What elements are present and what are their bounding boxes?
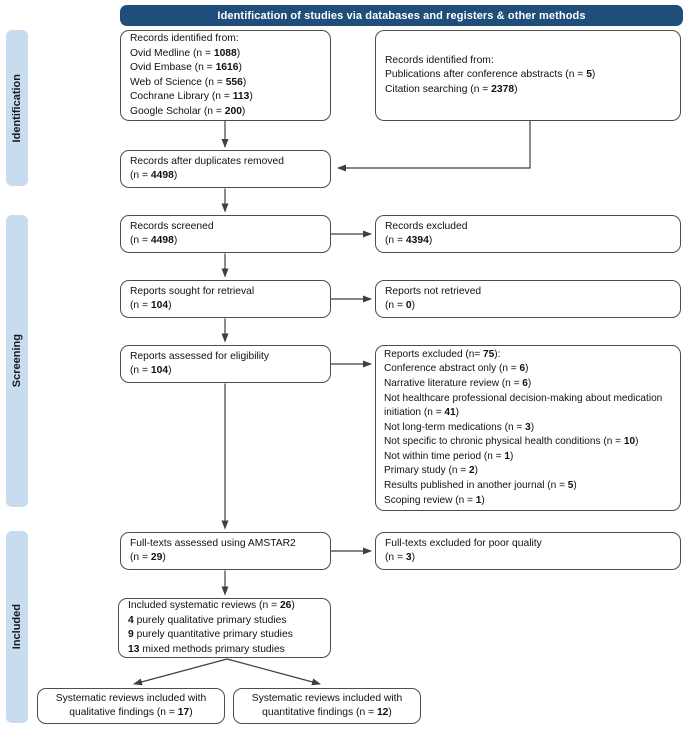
text-line: qualitative findings (n = 17) [69, 707, 193, 718]
diagram-title: Identification of studies via databases … [217, 9, 586, 22]
stage-bar-identification: Identification [6, 30, 28, 186]
text-line: 13 mixed methods primary studies [128, 643, 285, 655]
text-line: Not long-term medications (n = 3) [384, 421, 535, 433]
stage-bar-included: Included [6, 531, 28, 723]
arrow-othermethods-to-duplicates [337, 121, 531, 172]
stage-label-identification: Identification [11, 73, 23, 143]
text-line: Reports not retrieved [385, 285, 482, 297]
box-reports-assessed-for-eligibility: Reports assessed for eligibility (n = 104… [120, 345, 331, 383]
box-fulltexts-assessed-amstar2: Full-texts assessed using AMSTAR2 (n = 29… [120, 532, 331, 570]
diagram-title-banner: Identification of studies via databases … [120, 5, 683, 26]
text-line: Scoping review (n = 1) [384, 494, 485, 506]
text-line: Results published in another journal (n … [384, 480, 577, 492]
text-line: Records identified from: [130, 33, 239, 44]
arrow-included-to-qualitative [133, 658, 228, 686]
text-line: quantitative findings (n = 12) [262, 707, 392, 718]
box-records-excluded: Records excluded (n = 4394) [375, 215, 681, 253]
box-records-after-duplicates-removed: Records after duplicates removed (n = 449… [120, 150, 331, 188]
text-line: (n = 4394) [385, 235, 433, 246]
text-line: 9 purely quantitative primary studies [128, 629, 293, 640]
text-line: 4 purely qualitative primary studies [128, 614, 287, 626]
text-line: (n = 4498) [130, 235, 178, 246]
text-line: Not specific to chronic physical health … [384, 436, 639, 448]
text-line: Ovid Medline (n = 1088) [130, 47, 241, 59]
text-line: (n = 4498) [130, 170, 178, 181]
text-line: Full-texts excluded for poor quality [385, 537, 542, 549]
text-line: Full-texts assessed using AMSTAR2 [130, 537, 296, 549]
text-line: Citation searching (n = 2378) [385, 83, 518, 95]
box-reports-excluded-reasons: Reports excluded (n= 75): Conference abst… [375, 345, 681, 511]
text-line: Ovid Embase (n = 1616) [130, 62, 242, 73]
text-line: Reports assessed for eligibility [130, 350, 270, 362]
text-line: Not healthcare professional decision-mak… [384, 392, 663, 419]
text-line: Records excluded [385, 220, 468, 232]
text-line: (n = 104) [130, 300, 172, 311]
text-line: (n = 0) [385, 300, 416, 311]
text-line: Systematic reviews included with [251, 692, 403, 704]
text-line: Records identified from: [385, 54, 494, 66]
box-reviews-qualitative-findings: Systematic reviews included with qualitat… [37, 688, 225, 724]
box-reports-not-retrieved: Reports not retrieved (n = 0) [375, 280, 681, 318]
text-line: Google Scholar (n = 200) [130, 105, 246, 117]
text-line: Reports excluded (n= 75): [384, 348, 501, 360]
box-records-identified-databases: Records identified from: Ovid Medline (n … [120, 30, 331, 121]
box-records-identified-other-methods: Records identified from: Publications aft… [375, 30, 681, 121]
arrow-included-to-quantitative [226, 658, 321, 686]
text-line: Not within time period (n = 1) [384, 450, 514, 462]
box-reviews-quantitative-findings: Systematic reviews included with quantita… [233, 688, 421, 724]
text-line: Publications after conference abstracts … [385, 69, 596, 81]
stage-label-screening: Screening [11, 334, 23, 388]
stage-label-included: Included [11, 604, 23, 650]
box-records-screened: Records screened (n = 4498) [120, 215, 331, 253]
text-line: Records after duplicates removed [130, 155, 284, 167]
text-line: Systematic reviews included with [55, 692, 207, 704]
text-line: (n = 3) [385, 552, 416, 563]
text-line: (n = 104) [130, 365, 172, 376]
box-fulltexts-excluded-poor-quality: Full-texts excluded for poor quality (n =… [375, 532, 681, 570]
text-line: Records screened [130, 220, 214, 232]
text-line: Conference abstract only (n = 6) [384, 363, 529, 375]
box-reports-sought-for-retrieval: Reports sought for retrieval (n = 104) [120, 280, 331, 318]
text-line: Reports sought for retrieval [130, 285, 255, 297]
stage-bar-screening: Screening [6, 215, 28, 507]
text-line: (n = 29) [130, 552, 166, 563]
text-line: Primary study (n = 2) [384, 465, 478, 477]
box-included-systematic-reviews: Included systematic reviews (n = 26) 4 pu… [118, 598, 331, 658]
text-line: Included systematic reviews (n = 26) [128, 600, 295, 611]
text-line: Web of Science (n = 556) [130, 76, 247, 88]
text-line: Cochrane Library (n = 113) [130, 91, 253, 102]
text-line: Narrative literature review (n = 6) [384, 377, 532, 389]
